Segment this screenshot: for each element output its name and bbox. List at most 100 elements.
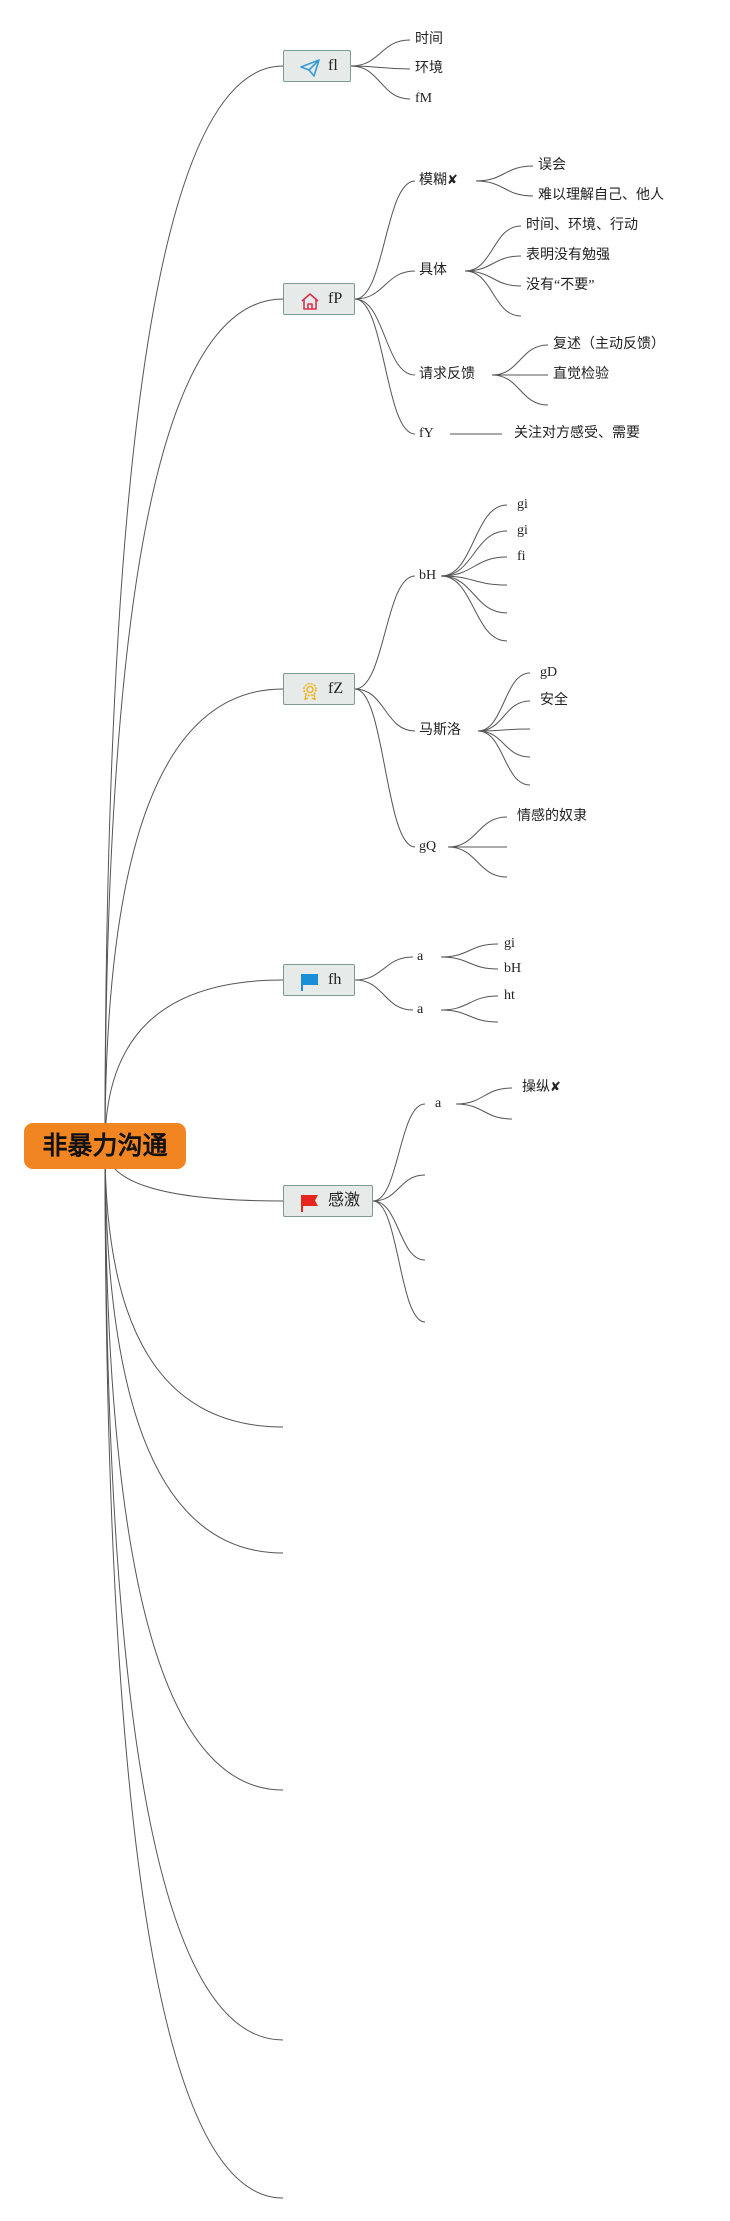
connector: [447, 816, 508, 848]
leaf-no-reluctance[interactable]: 表明没有勉强: [526, 248, 610, 263]
leaf-gi-1[interactable]: gi: [517, 497, 528, 512]
connector: [491, 374, 549, 406]
child-environment[interactable]: 环境: [415, 61, 443, 76]
connector: [440, 556, 508, 577]
subtopic-bh[interactable]: bH: [419, 568, 437, 583]
house-icon: [300, 291, 320, 310]
leaf-restate[interactable]: 复述（主动反馈）: [553, 337, 665, 352]
red-flag-icon: [300, 1193, 320, 1212]
connector: [440, 956, 499, 970]
connector: [354, 298, 416, 376]
connector: [477, 672, 531, 732]
connector: [372, 1200, 426, 1323]
connector: [477, 730, 531, 758]
root-link-empty-3: [104, 1145, 284, 1791]
connector: [477, 730, 531, 786]
connector: [440, 504, 508, 577]
leaf-gi-2[interactable]: gi: [517, 523, 528, 538]
award-icon: [300, 681, 320, 701]
topic-gratitude[interactable]: 感激: [283, 1185, 373, 1217]
subtopic-concrete[interactable]: 具体: [419, 263, 447, 278]
connector: [350, 65, 411, 70]
connector: [477, 700, 531, 732]
connector: [372, 1200, 426, 1261]
connector: [464, 270, 522, 287]
connector: [350, 39, 411, 67]
root-link-empty-1: [104, 1145, 284, 1428]
leaf-gd[interactable]: gD: [540, 665, 558, 680]
leaf-safety[interactable]: 安全: [540, 693, 568, 708]
topic-label: fZ: [328, 680, 344, 697]
connector: [354, 575, 416, 690]
connector: [354, 979, 414, 1011]
subtopic-a-2[interactable]: a: [417, 1002, 424, 1017]
root-topic[interactable]: 非暴力沟通: [24, 1123, 186, 1169]
subtopic-request-feedback[interactable]: 请求反馈: [419, 367, 475, 382]
leaf-no-dont[interactable]: 没有“不要”: [526, 278, 595, 293]
child-fm[interactable]: fM: [415, 91, 433, 106]
connector: [455, 1087, 513, 1105]
leaf-misunderstanding[interactable]: 误会: [538, 158, 566, 173]
leaf-focus-feelings[interactable]: 关注对方感受、需要: [514, 426, 640, 441]
connector: [440, 530, 508, 577]
root-link-topic-3: [104, 688, 284, 1147]
root-link-topic-4: [104, 979, 284, 1147]
root-link-empty-2: [104, 1145, 284, 1554]
subtopic-maslow[interactable]: 马斯洛: [419, 723, 461, 738]
connector: [372, 1174, 426, 1202]
subtopic-a-3[interactable]: a: [435, 1096, 442, 1111]
leaf-manipulation[interactable]: 操纵✘: [522, 1080, 561, 1095]
leaf-hard-to-understand[interactable]: 难以理解自己、他人: [538, 188, 664, 203]
connector: [475, 165, 534, 182]
leaf-gi[interactable]: gi: [504, 936, 515, 951]
connector: [354, 956, 414, 981]
connector: [354, 270, 416, 300]
subtopic-vague[interactable]: 模糊✘: [419, 173, 458, 188]
connector: [440, 1009, 499, 1023]
topic-label: fP: [328, 290, 343, 307]
connector: [354, 688, 416, 732]
subtopic-fy[interactable]: fY: [419, 426, 434, 441]
root-link-topic-2: [104, 298, 284, 1147]
topic-fz[interactable]: fZ: [283, 673, 355, 705]
root-link-empty-4: [104, 1145, 284, 2041]
leaf-fi[interactable]: fi: [517, 549, 526, 564]
subtopic-gq[interactable]: gQ: [419, 839, 437, 854]
topic-label: fh: [328, 971, 342, 988]
connector: [477, 728, 531, 732]
connector: [440, 575, 508, 614]
root-link-empty-5: [104, 1145, 284, 2199]
connector: [354, 298, 416, 435]
connector: [440, 575, 508, 586]
leaf-bh[interactable]: bH: [504, 961, 522, 976]
leaf-intuition-check[interactable]: 直觉检验: [553, 367, 609, 382]
connector: [440, 575, 508, 642]
connector: [354, 688, 416, 848]
connector: [350, 65, 411, 100]
leaf-emotional-slave[interactable]: 情感的奴隶: [517, 809, 587, 824]
connector: [372, 1103, 426, 1202]
leaf-ht[interactable]: ht: [504, 988, 515, 1003]
connector: [464, 225, 522, 272]
child-time[interactable]: 时间: [415, 32, 443, 47]
paper-plane-icon: [300, 58, 320, 77]
topic-label: 感激: [328, 1192, 361, 1209]
connector: [464, 255, 522, 272]
topic-label: fl: [328, 57, 338, 74]
topic-fl[interactable]: fl: [283, 50, 351, 82]
topic-fp[interactable]: fP: [283, 283, 355, 315]
connector: [475, 180, 534, 197]
connector: [440, 995, 499, 1011]
connector: [447, 846, 508, 878]
topic-fh[interactable]: fh: [283, 964, 355, 996]
connector: [354, 180, 416, 300]
leaf-time-place-action[interactable]: 时间、环境、行动: [526, 218, 638, 233]
subtopic-a-1[interactable]: a: [417, 949, 424, 964]
connector: [464, 270, 522, 317]
connector: [455, 1103, 513, 1120]
connector: [491, 344, 549, 376]
blue-flag-icon: [300, 972, 320, 991]
connector: [440, 943, 499, 958]
root-link-topic-1: [104, 65, 284, 1147]
